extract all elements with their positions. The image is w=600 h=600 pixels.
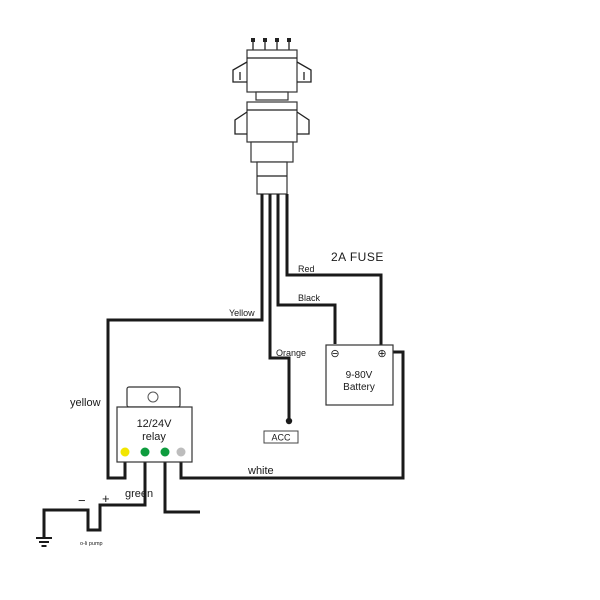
relay-pin-green-2 [160, 447, 170, 457]
fuse-label: 2A FUSE [331, 250, 384, 264]
red-wire [285, 194, 383, 344]
acc-label-box [263, 430, 299, 444]
relay-pins [120, 447, 186, 457]
battery-voltage: 9-80V [346, 370, 373, 381]
yellow-upper-label: Yellow [229, 308, 255, 318]
relay-line1: 12/24V [137, 418, 173, 430]
green-label: green [125, 488, 153, 500]
relay-pin-grey [176, 447, 186, 457]
acc-terminal [285, 417, 293, 425]
minus-label: − [78, 493, 86, 508]
acc-label: ACC [271, 433, 291, 443]
black-label: Black [298, 293, 321, 303]
orange-wire [268, 194, 291, 420]
pump-ground-wire [42, 503, 104, 538]
ground-icon [36, 537, 52, 547]
plus-label: + [102, 491, 110, 506]
connector-plug [232, 38, 312, 195]
connector-upper-housing [232, 49, 312, 101]
oil-pump-label: o-li pump [80, 541, 103, 547]
battery-name: Battery [343, 382, 375, 393]
relay-knob [147, 391, 159, 403]
red-label: Red [298, 264, 315, 274]
relay-pin-yellow [120, 447, 130, 457]
relay: 12/24V relay [116, 386, 193, 463]
battery-negative-icon: ⊖ [330, 348, 339, 360]
white-label: white [247, 465, 274, 477]
green-wire-out [163, 455, 200, 514]
relay-line2: relay [142, 431, 166, 443]
connector-lower-housing [234, 101, 310, 195]
green-wire-pump [104, 455, 147, 507]
orange-label: Orange [276, 348, 306, 358]
relay-pin-green-1 [140, 447, 150, 457]
yellow-left-label: yellow [70, 397, 101, 409]
battery: ⊖ ⊕ 9-80V Battery [325, 344, 394, 406]
yellow-wire [106, 194, 264, 480]
black-wire [276, 194, 337, 344]
battery-positive-icon: ⊕ [377, 348, 386, 360]
